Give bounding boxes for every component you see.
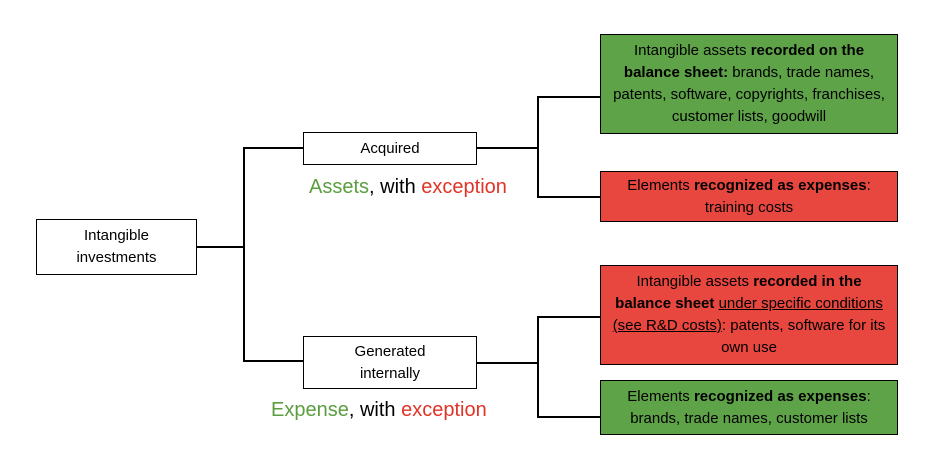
- gen-exp-t2: : brands, trade names, customer lists: [630, 387, 871, 427]
- gen-exp-t1: Elements: [627, 387, 694, 405]
- acq-assets-t2: brands, trade names, patents, software, …: [613, 64, 885, 125]
- generated-label-line2: internally: [359, 364, 420, 382]
- generated-label: Generated internally: [355, 341, 426, 385]
- connector-acquired-branch: [537, 96, 539, 197]
- acq-assets-b2: balance sheet:: [623, 64, 729, 81]
- gen-exp-b1: recognized as expenses: [693, 387, 867, 405]
- generated-caption-expense: Expense: [271, 399, 349, 421]
- connector-to-acq-assets: [537, 96, 601, 98]
- generated-assets-box: Intangible assets recorded in the balanc…: [600, 265, 898, 365]
- gen-assets-t1: Intangible assets: [636, 273, 754, 290]
- connector-generated-out: [476, 362, 538, 364]
- root-label-line2: investments: [76, 249, 157, 266]
- generated-box: Generated internally: [303, 336, 477, 389]
- acquired-caption-exception: exception: [421, 176, 507, 198]
- acquired-label: Acquired: [360, 139, 420, 157]
- generated-label-line1: Generated: [354, 342, 426, 360]
- root-label: Intangible investments: [76, 225, 156, 269]
- generated-expenses-text: Elements recognized as expenses: brands,…: [611, 386, 887, 430]
- generated-caption-exception: exception: [401, 399, 487, 421]
- acquired-box: Acquired: [303, 132, 477, 165]
- generated-caption: Expense, with exception: [271, 399, 487, 422]
- acq-exp-t2: : training costs: [704, 176, 871, 216]
- acquired-expenses-box: Elements recognized as expenses: trainin…: [600, 171, 898, 222]
- gen-assets-b1: recorded in the balance sheet: [615, 273, 862, 312]
- connector-trunk: [243, 147, 245, 361]
- acquired-assets-text: Intangible assets recorded on the balanc…: [611, 40, 887, 128]
- gen-assets-u1: under specific conditions (see R&D costs…: [612, 295, 883, 334]
- root-label-line1: Intangible: [83, 227, 150, 244]
- gen-assets-t2: : patents, software for its own use: [721, 317, 886, 356]
- acq-assets-t1: Intangible assets: [633, 42, 751, 59]
- connector-to-generated: [243, 360, 304, 362]
- connector-root-out: [196, 246, 244, 248]
- connector-acquired-out: [476, 147, 538, 149]
- connector-to-acq-expenses: [537, 196, 601, 198]
- acquired-assets-box: Intangible assets recorded on the balanc…: [600, 34, 898, 134]
- connector-to-gen-expenses: [537, 416, 601, 418]
- acq-exp-t1: Elements: [627, 176, 694, 194]
- acquired-caption-assets: Assets: [309, 176, 370, 198]
- acquired-expenses-text: Elements recognized as expenses: trainin…: [611, 175, 887, 219]
- generated-expenses-box: Elements recognized as expenses: brands,…: [600, 380, 898, 435]
- acq-exp-b1: recognized as expenses: [693, 176, 867, 194]
- connector-to-acquired: [243, 147, 304, 149]
- acquired-caption: Assets, with exception: [309, 176, 507, 199]
- connector-generated-branch: [537, 316, 539, 417]
- generated-assets-text: Intangible assets recorded in the balanc…: [611, 271, 887, 359]
- connector-to-gen-assets: [537, 316, 601, 318]
- root-box: Intangible investments: [36, 219, 197, 275]
- acq-assets-b1: recorded on the: [750, 42, 865, 59]
- generated-caption-with: , with: [348, 399, 402, 421]
- acquired-caption-with: , with: [369, 176, 422, 198]
